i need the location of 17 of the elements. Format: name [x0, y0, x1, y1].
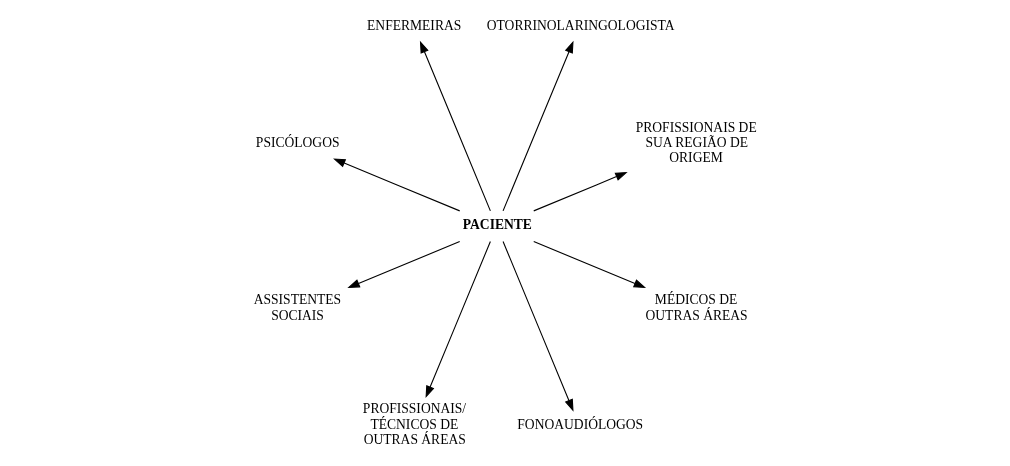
node-text: MÉDICOS DE OUTRAS ÁREAS	[645, 292, 748, 323]
arrow	[333, 158, 461, 212]
arrow	[502, 240, 574, 412]
node-text: PROFISSIONAIS DE SUA REGIÃO DE ORIGEM	[635, 119, 757, 166]
node-text: ASSISTENTES SOCIAIS	[253, 292, 342, 323]
arrow	[533, 241, 647, 289]
node-text: PACIENTE	[462, 216, 532, 232]
arrow	[347, 241, 461, 289]
node-text: PROFISSIONAIS/ TÉCNICOS DE OUTRAS ÁREAS	[362, 401, 467, 447]
arrow	[502, 40, 574, 212]
arrow	[425, 240, 491, 399]
node-text: OTORRINOLARINGOLOGISTA	[486, 18, 675, 34]
node-text: ENFERMEIRAS	[367, 18, 462, 34]
arrow	[419, 40, 491, 212]
arrow	[533, 171, 628, 212]
node-text: FONOAUDIÓLOGOS	[517, 416, 644, 432]
node-text: PSICÓLOGOS	[255, 134, 340, 150]
